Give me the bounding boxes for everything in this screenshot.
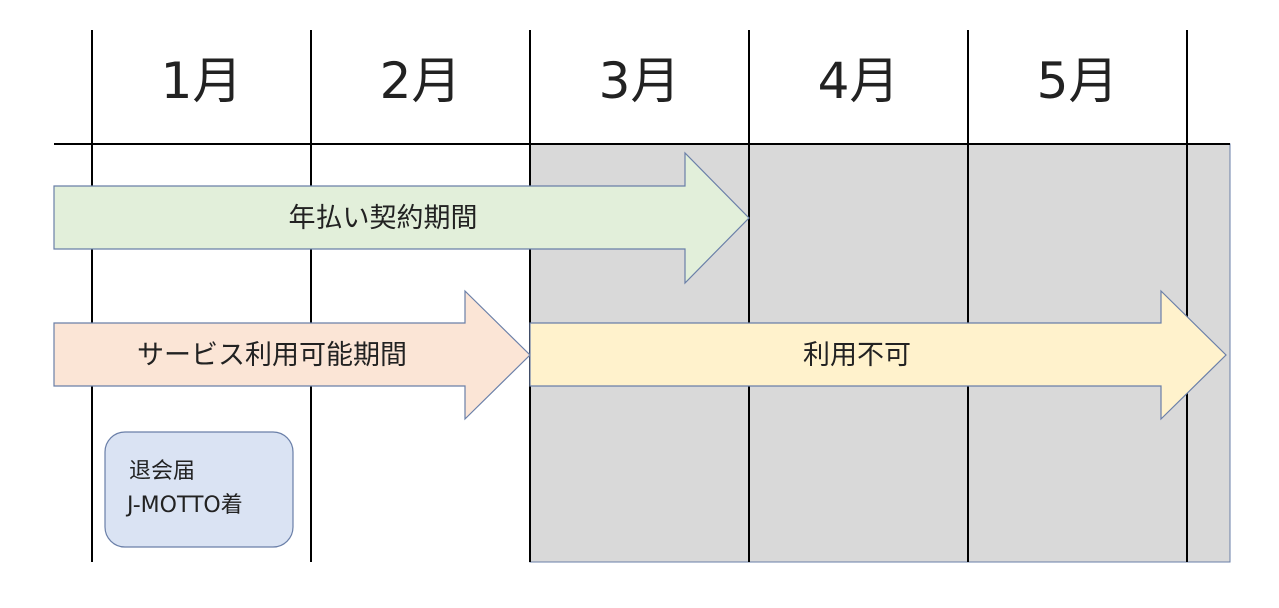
contract-period-arrow: [53, 151, 750, 285]
month-label-apr: 4月: [818, 52, 900, 110]
month-headers: 1月 2月 3月 4月 5月: [161, 52, 1119, 110]
unavailable-arrow: [529, 289, 1227, 421]
service-period-label: サービス利用可能期間: [137, 340, 407, 371]
month-label-mar: 3月: [599, 52, 681, 110]
withdrawal-note-box: [104, 431, 294, 548]
withdrawal-note-line1: 退会届: [129, 459, 195, 484]
month-label-feb: 2月: [380, 52, 462, 110]
grid-lines: [54, 30, 1230, 562]
service-period-arrow: [53, 289, 531, 421]
withdrawal-note-line2: J-MOTTO着: [125, 493, 243, 518]
month-label-may: 5月: [1037, 52, 1119, 110]
contract-period-label: 年払い契約期間: [289, 203, 478, 234]
month-label-jan: 1月: [161, 52, 243, 110]
unavailable-label: 利用不可: [803, 340, 911, 371]
